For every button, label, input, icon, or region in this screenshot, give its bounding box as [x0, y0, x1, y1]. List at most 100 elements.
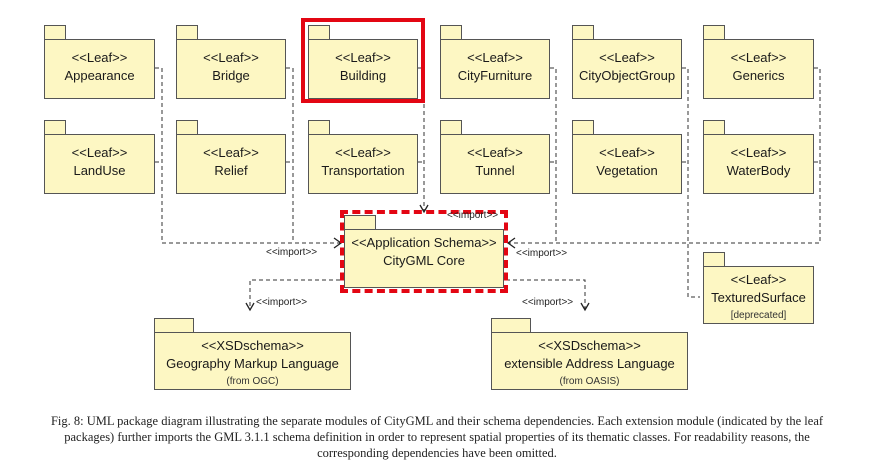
package-name: Vegetation — [596, 163, 658, 178]
package-vegetation[interactable]: <<Leaf>> Vegetation — [572, 120, 682, 194]
package-name: extensible Address Language — [504, 356, 675, 371]
package-gml[interactable]: <<XSDschema>> Geography Markup Language … — [154, 318, 351, 390]
package-name: Transportation — [321, 163, 405, 178]
building-highlight-box — [301, 18, 425, 103]
package-tab — [344, 215, 376, 229]
dep-building — [418, 67, 425, 212]
stereotype-label: <<Leaf>> — [203, 145, 259, 160]
stereotype-label: <<XSDschema>> — [538, 338, 641, 353]
package-citygml-core[interactable]: <<Application Schema>> CityGML Core — [344, 215, 504, 288]
stereotype-label: <<Leaf>> — [730, 272, 787, 287]
package-tab — [308, 120, 330, 134]
package-tab — [308, 25, 330, 39]
stereotype-label: <<Leaf>> — [203, 50, 259, 65]
package-body: <<Leaf>> Transportation — [308, 134, 418, 194]
package-tab — [703, 25, 725, 39]
package-name: Relief — [214, 163, 248, 178]
package-tab — [491, 318, 531, 332]
package-name: CityGML Core — [383, 253, 465, 268]
stereotype-label: <<Leaf>> — [467, 50, 523, 65]
deprecated-note: [deprecated] — [730, 310, 787, 321]
package-tab — [440, 120, 462, 134]
import-label-top: <<import>> — [447, 210, 499, 221]
package-body: <<Application Schema>> CityGML Core — [344, 229, 504, 288]
package-body: <<Leaf>> WaterBody — [703, 134, 814, 194]
package-name: Bridge — [212, 68, 250, 83]
package-landuse[interactable]: <<Leaf>> LandUse — [44, 120, 155, 194]
dep-bridge — [286, 67, 294, 243]
package-name: CityFurniture — [457, 68, 533, 83]
package-bridge[interactable]: <<Leaf>> Bridge — [176, 25, 286, 99]
package-tunnel[interactable]: <<Leaf>> Tunnel — [440, 120, 550, 194]
package-name: CityObjectGroup — [578, 68, 676, 83]
import-label-right: <<import>> — [516, 248, 568, 259]
package-xal[interactable]: <<XSDschema>> extensible Address Languag… — [491, 318, 688, 390]
package-generics[interactable]: <<Leaf>> Generics — [703, 25, 814, 99]
package-name: Appearance — [64, 68, 135, 83]
package-cityobjectgroup[interactable]: <<Leaf>> CityObjectGroup — [572, 25, 682, 99]
package-name: Building — [339, 68, 387, 83]
core-highlight-box — [340, 210, 508, 293]
package-tab — [44, 25, 66, 39]
dep-core-gml — [249, 279, 340, 310]
package-source: (from OASIS) — [559, 376, 620, 387]
package-body: <<Leaf>> Relief — [176, 134, 286, 194]
package-waterbody[interactable]: <<Leaf>> WaterBody — [703, 120, 814, 194]
dep-core-xal — [506, 279, 586, 310]
package-body: <<XSDschema>> extensible Address Languag… — [491, 332, 688, 390]
package-tab — [176, 120, 198, 134]
package-tab — [44, 120, 66, 134]
stereotype-label: <<Leaf>> — [71, 145, 128, 160]
package-body: <<XSDschema>> Geography Markup Language … — [154, 332, 351, 390]
dep-generics — [508, 67, 821, 244]
package-body: <<Leaf>> Appearance — [44, 39, 155, 99]
package-tab — [703, 120, 725, 134]
package-body: <<Leaf>> LandUse — [44, 134, 155, 194]
package-name: Tunnel — [475, 163, 515, 178]
package-name: TexturedSurface — [711, 290, 806, 305]
arrowhead-xal — [580, 302, 590, 312]
package-name: Generics — [732, 68, 785, 83]
package-building[interactable]: <<Leaf>> Building — [308, 25, 418, 99]
package-name: WaterBody — [726, 163, 791, 178]
stereotype-label: <<Leaf>> — [71, 50, 128, 65]
package-body: <<Leaf>> CityObjectGroup — [572, 39, 682, 99]
stereotype-label: <<XSDschema>> — [201, 338, 304, 353]
stereotype-label: <<Leaf>> — [467, 145, 523, 160]
package-tab — [176, 25, 198, 39]
package-relief[interactable]: <<Leaf>> Relief — [176, 120, 286, 194]
import-label-gml: <<import>> — [256, 297, 308, 308]
stereotype-label: <<Leaf>> — [599, 50, 655, 65]
package-source: (from OGC) — [226, 376, 279, 387]
arrowhead-right — [506, 237, 516, 249]
package-body: <<Leaf>> Vegetation — [572, 134, 682, 194]
stereotype-label: <<Leaf>> — [599, 145, 655, 160]
dep-cityobjectgroup — [682, 67, 700, 298]
figure-caption: Fig. 8: UML package diagram illustrating… — [50, 414, 824, 460]
package-texturedsurface[interactable]: <<Leaf>> TexturedSurface [deprecated] — [703, 252, 814, 324]
package-body: <<Leaf>> TexturedSurface [deprecated] — [703, 266, 814, 324]
package-body: <<Leaf>> Bridge — [176, 39, 286, 99]
package-tab — [572, 120, 594, 134]
package-name: LandUse — [73, 163, 126, 178]
package-appearance[interactable]: <<Leaf>> Appearance — [44, 25, 155, 99]
stereotype-label: <<Leaf>> — [730, 145, 787, 160]
arrowhead-gml — [245, 302, 255, 312]
package-tab — [154, 318, 194, 332]
package-cityfurniture[interactable]: <<Leaf>> CityFurniture — [440, 25, 550, 99]
package-tab — [572, 25, 594, 39]
package-body: <<Leaf>> Building — [308, 39, 418, 99]
package-tab — [440, 25, 462, 39]
stereotype-label: <<Leaf>> — [335, 50, 391, 65]
dep-appearance — [155, 67, 340, 244]
package-body: <<Leaf>> Tunnel — [440, 134, 550, 194]
stereotype-label: <<Leaf>> — [335, 145, 391, 160]
import-label-xal: <<import>> — [522, 297, 574, 308]
package-name: Geography Markup Language — [166, 356, 339, 371]
stereotype-label: <<Application Schema>> — [351, 235, 497, 250]
import-label-left: <<import>> — [266, 247, 318, 258]
package-transportation[interactable]: <<Leaf>> Transportation — [308, 120, 418, 194]
stereotype-label: <<Leaf>> — [730, 50, 787, 65]
package-body: <<Leaf>> Generics — [703, 39, 814, 99]
